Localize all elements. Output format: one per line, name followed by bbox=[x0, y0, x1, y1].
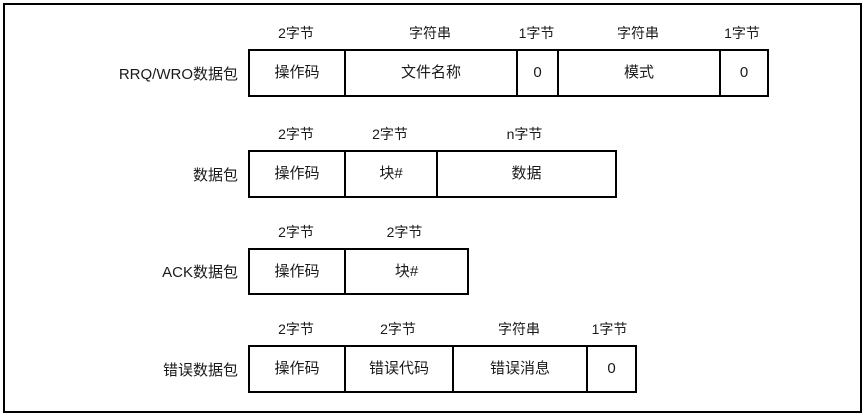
packet-fields-data: 操作码块#数据 bbox=[248, 150, 617, 198]
packet-label-rrq-wro: RRQ/WRO数据包 bbox=[118, 66, 238, 83]
field-ack-opcode: 操作码 bbox=[250, 250, 346, 293]
field-rrq-wro-zero-2: 0 bbox=[721, 51, 767, 95]
field-size-error-error-message: 字符串 bbox=[498, 321, 540, 337]
packet-label-error: 错误数据包 bbox=[162, 362, 238, 379]
field-size-rrq-wro-filename: 字符串 bbox=[409, 25, 451, 41]
field-size-ack-block: 2字节 bbox=[386, 224, 423, 240]
field-error-opcode: 操作码 bbox=[250, 347, 346, 391]
field-error-error-code: 错误代码 bbox=[346, 347, 454, 391]
field-size-rrq-wro-zero-2: 1字节 bbox=[724, 25, 760, 41]
field-rrq-wro-opcode: 操作码 bbox=[250, 51, 346, 95]
field-rrq-wro-zero-1: 0 bbox=[518, 51, 559, 95]
field-size-error-opcode: 2字节 bbox=[278, 321, 314, 337]
field-size-data-block: 2字节 bbox=[372, 126, 408, 142]
field-rrq-wro-mode: 模式 bbox=[559, 51, 721, 95]
field-size-error-zero: 1字节 bbox=[591, 321, 628, 337]
field-rrq-wro-filename: 文件名称 bbox=[346, 51, 518, 95]
field-size-error-error-code: 2字节 bbox=[380, 321, 416, 337]
field-size-rrq-wro-opcode: 2字节 bbox=[278, 25, 314, 41]
diagram-outer-border bbox=[3, 3, 862, 413]
field-size-data-data: n字节 bbox=[506, 126, 543, 142]
field-data-data: 数据 bbox=[438, 152, 615, 196]
field-size-ack-opcode: 2字节 bbox=[278, 224, 314, 240]
field-data-block: 块# bbox=[346, 152, 438, 196]
field-ack-block: 块# bbox=[346, 250, 467, 293]
packet-label-ack: ACK数据包 bbox=[162, 264, 238, 281]
field-error-error-message: 错误消息 bbox=[454, 347, 588, 391]
field-size-rrq-wro-mode: 字符串 bbox=[617, 25, 659, 41]
packet-label-data: 数据包 bbox=[192, 167, 238, 184]
field-size-data-opcode: 2字节 bbox=[278, 126, 314, 142]
field-data-opcode: 操作码 bbox=[250, 152, 346, 196]
field-error-zero: 0 bbox=[588, 347, 635, 391]
packet-fields-ack: 操作码块# bbox=[248, 248, 469, 295]
field-size-rrq-wro-zero-1: 1字节 bbox=[518, 25, 555, 41]
